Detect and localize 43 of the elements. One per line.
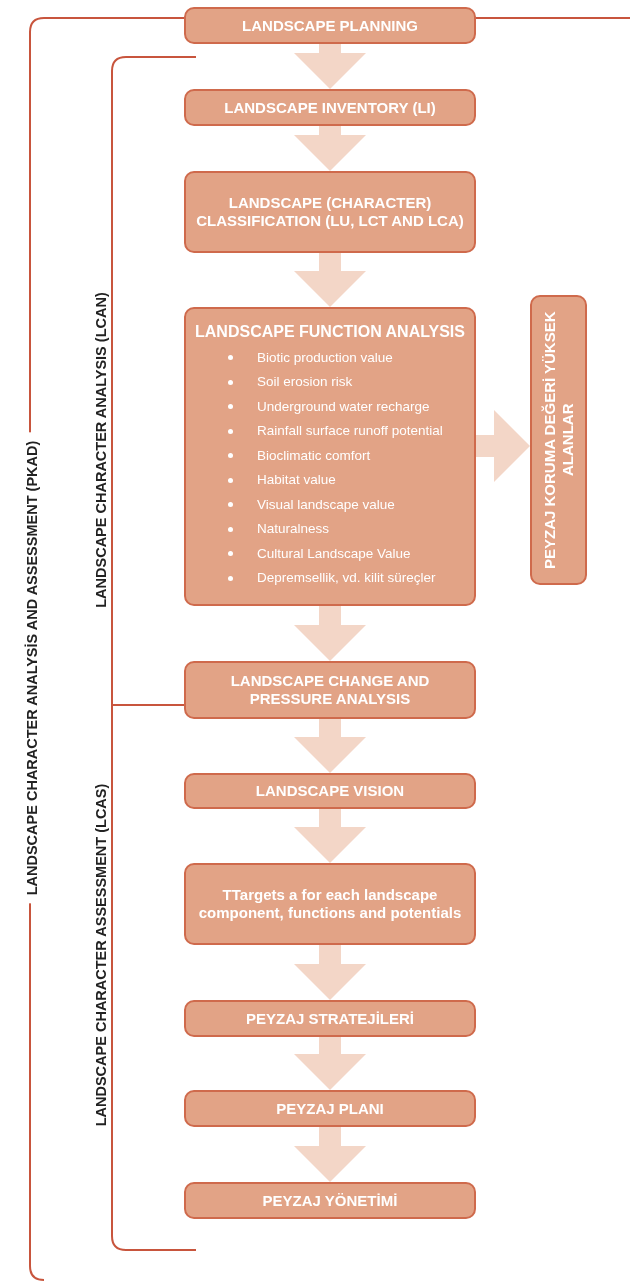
box-label: PEYZAJ PLANI [276, 1099, 384, 1118]
process-box [184, 661, 476, 719]
box-label: LANDSCAPE INVENTORY (LI) [224, 98, 436, 117]
block-arrow [294, 809, 366, 863]
list-item: Underground water recharge [257, 398, 430, 415]
process-box [184, 1000, 476, 1037]
process-box [184, 307, 476, 606]
list-item: Soil erosion risk [257, 374, 353, 391]
box-label: LANDSCAPE (CHARACTER) CLASSIFICATION (LU, LCT AND LCA) [196, 194, 464, 230]
list-item: Depremsellik, vd. kilit süreçler [257, 570, 436, 587]
box-label: LANDSCAPE CHANGE AND PRESSURE ANALYSIS [229, 672, 431, 708]
process-box [184, 1090, 476, 1127]
box-label: LANDSCAPE PLANNING [242, 16, 418, 35]
bracket-label: LANDSCAPE CHARACTER ANALYSİS AND ASSESSMENT (PKAD) [24, 432, 40, 904]
process-box [184, 1182, 476, 1219]
list-item: Visual landscape value [257, 496, 395, 513]
block-arrow [294, 945, 366, 1000]
list-item: Cultural Landscape Value [257, 545, 411, 562]
box-label: LANDSCAPE VISION [255, 782, 405, 800]
block-arrow [294, 606, 366, 661]
block-arrow [294, 253, 366, 307]
block-arrow [294, 126, 366, 171]
box-label: TTargets a for each landscape component, functions and potentials [197, 886, 463, 922]
list-item: Bioclimatic comfort [257, 447, 371, 464]
box-title: LANDSCAPE FUNCTION ANALYSIS [195, 322, 465, 342]
block-arrow [294, 719, 366, 773]
box-label: PEYZAJ KORUMA DEĞERİ YÜKSEK ALANLAR [540, 310, 577, 571]
list-item: Rainfall surface runoff potential [257, 423, 443, 440]
process-box [184, 773, 476, 809]
box-label: PEYZAJ YÖNETİMİ [262, 1191, 398, 1210]
list-item: Habitat value [257, 472, 336, 489]
process-box [184, 7, 476, 44]
box-label: PEYZAJ STRATEJİLERİ [245, 1009, 415, 1028]
list-item: Naturalness [257, 521, 330, 538]
block-arrow [294, 1037, 366, 1090]
process-box [184, 863, 476, 945]
process-box [184, 171, 476, 253]
block-arrow [294, 1127, 366, 1182]
process-box [184, 89, 476, 126]
block-arrow [476, 410, 530, 482]
list-item: Biotic production value [257, 349, 393, 366]
process-box [530, 295, 587, 585]
block-arrow [294, 44, 366, 89]
